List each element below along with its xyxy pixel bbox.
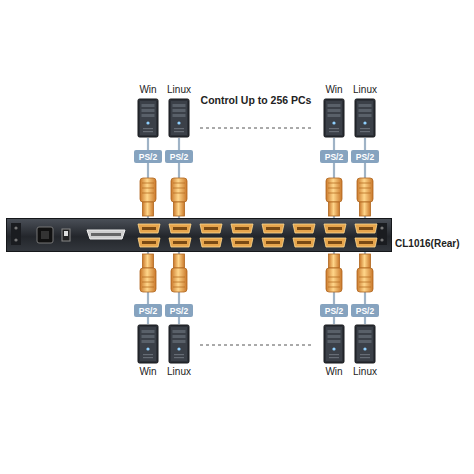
ps2-cable-label: PS/2 (320, 150, 348, 163)
model-label: CL1016(Rear) (395, 238, 459, 249)
cable-line (178, 138, 180, 150)
ps2-label: PS/2 (139, 151, 157, 163)
os-label: Linux (167, 366, 191, 378)
os-label: Linux (167, 84, 191, 96)
ps2-cable-label: PS/2 (351, 150, 379, 163)
plug-grip (328, 193, 340, 194)
cable-plug (140, 178, 156, 202)
computer-node: Win (322, 324, 346, 378)
plug-shell (329, 254, 340, 268)
cable-line (364, 138, 366, 150)
plug-grip (142, 287, 154, 288)
ps2-cable-label: PS/2 (134, 304, 162, 317)
plug-shell (143, 254, 154, 268)
plug-grip (328, 287, 340, 288)
plug-shell (360, 202, 371, 216)
os-label: Linux (353, 366, 377, 378)
pc-tower (354, 324, 376, 364)
diagram-title: Control Up to 256 PCs (201, 94, 312, 106)
kvm-switch-unit: CL1016(Rear) (6, 218, 392, 252)
ps2-label: PS/2 (356, 305, 374, 317)
plug-grip (359, 287, 371, 288)
plug-grip (328, 277, 340, 278)
cable-line (364, 317, 366, 324)
ps2-cable-label: PS/2 (320, 304, 348, 317)
plug-grip (359, 183, 371, 184)
plug-shell (143, 202, 154, 216)
ps2-label: PS/2 (139, 305, 157, 317)
pc-tower (323, 98, 345, 138)
ps2-cable-label: PS/2 (165, 304, 193, 317)
dashed-continuation (200, 128, 312, 129)
cable-line (333, 138, 335, 150)
cable-plug (326, 178, 342, 202)
cable-plug (357, 178, 373, 202)
plug-grip (328, 188, 340, 189)
os-label: Win (139, 366, 156, 378)
cable-plug (326, 268, 342, 292)
cable-line (333, 317, 335, 324)
plug-grip (173, 188, 185, 189)
plug-grip (359, 277, 371, 278)
pc-tower (354, 98, 376, 138)
plug-grip (173, 193, 185, 194)
plug-grip (359, 282, 371, 283)
plug-shell (174, 202, 185, 216)
plug-grip (142, 188, 154, 189)
plug-shell (174, 254, 185, 268)
ps2-cable-label: PS/2 (351, 304, 379, 317)
plug-grip (142, 277, 154, 278)
plug-grip (359, 193, 371, 194)
plug-grip (328, 183, 340, 184)
cable-line (147, 138, 149, 150)
pc-tower (323, 324, 345, 364)
plug-grip (328, 282, 340, 283)
plug-shell (329, 202, 340, 216)
plug-grip (142, 282, 154, 283)
cable-plug (171, 178, 187, 202)
ps2-cable-label: PS/2 (134, 150, 162, 163)
plug-shell (360, 254, 371, 268)
ps2-label: PS/2 (170, 305, 188, 317)
plug-grip (173, 183, 185, 184)
os-label: Win (139, 84, 156, 96)
computer-node: Linux (352, 84, 378, 138)
ps2-label: PS/2 (325, 151, 343, 163)
pc-tower (137, 324, 159, 364)
ps2-cable-label: PS/2 (165, 150, 193, 163)
plug-grip (173, 277, 185, 278)
os-label: Linux (353, 84, 377, 96)
computer-node: Win (136, 84, 160, 138)
cable-line (178, 317, 180, 324)
plug-grip (173, 287, 185, 288)
plug-grip (142, 193, 154, 194)
plug-grip (173, 282, 185, 283)
cable-plug (140, 268, 156, 292)
kvm-rear-panel (7, 219, 391, 251)
plug-grip (359, 188, 371, 189)
computer-node: Linux (166, 84, 192, 138)
cable-plug (357, 268, 373, 292)
pc-tower (168, 324, 190, 364)
plug-grip (142, 183, 154, 184)
cable-line (147, 317, 149, 324)
pc-tower (137, 98, 159, 138)
ps2-label: PS/2 (170, 151, 188, 163)
computer-node: Linux (352, 324, 378, 378)
os-label: Win (325, 84, 342, 96)
computer-node: Win (322, 84, 346, 138)
ps2-label: PS/2 (356, 151, 374, 163)
os-label: Win (325, 366, 342, 378)
dashed-continuation (200, 345, 312, 346)
cable-plug (171, 268, 187, 292)
pc-tower (168, 98, 190, 138)
computer-node: Linux (166, 324, 192, 378)
ps2-label: PS/2 (325, 305, 343, 317)
computer-node: Win (136, 324, 160, 378)
